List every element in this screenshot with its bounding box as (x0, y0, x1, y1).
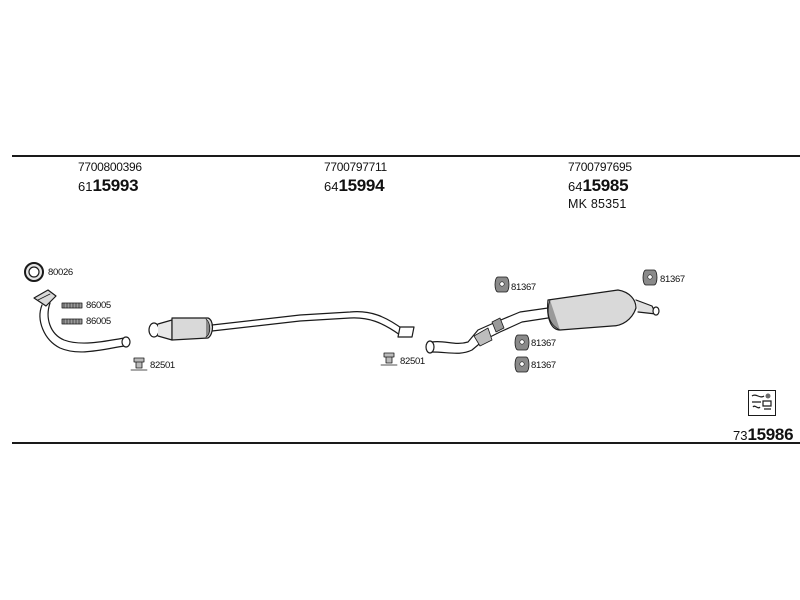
callout-hanger-top[interactable]: 81367 (511, 282, 536, 293)
bolt-icon-b[interactable] (61, 318, 83, 325)
rear-silencer-header: 7700797695 6415985 MK 85351 (568, 161, 632, 211)
clamp-icon-middle[interactable] (380, 352, 398, 366)
complete-set-part-number[interactable]: 7315986 (733, 425, 794, 444)
front-pipe-oe-number: 7700800396 (78, 160, 142, 174)
hanger-icon-top[interactable] (494, 276, 510, 293)
bottom-rule (12, 442, 800, 444)
front-pipe[interactable] (33, 289, 131, 353)
front-pipe-part-number[interactable]: 6115993 (78, 176, 139, 195)
callout-hanger-mid-b[interactable]: 81367 (531, 360, 556, 371)
callout-clamp-left[interactable]: 82501 (150, 360, 175, 371)
middle-silencer[interactable] (148, 311, 415, 341)
rear-pipe[interactable] (425, 307, 549, 354)
hanger-icon-mid-a[interactable] (514, 334, 530, 351)
middle-silencer-header: 7700797711 6415994 (324, 161, 387, 195)
bolt-icon-a[interactable] (61, 302, 83, 309)
sealing-ring-icon[interactable] (24, 262, 44, 282)
callout-hanger-right[interactable]: 81367 (660, 274, 685, 285)
middle-silencer-oe-number: 7700797711 (324, 160, 387, 174)
middle-silencer-part-number[interactable]: 6415994 (324, 176, 385, 195)
hanger-icon-right[interactable] (642, 269, 658, 286)
parts-set-icon[interactable] (748, 390, 776, 416)
mounting-kit-number[interactable]: MK 85351 (568, 197, 627, 211)
rear-silencer[interactable] (547, 289, 660, 331)
front-pipe-header: 7700800396 6115993 (78, 161, 142, 195)
callout-hanger-mid-a[interactable]: 81367 (531, 338, 556, 349)
callout-bolt-b[interactable]: 86005 (86, 316, 111, 327)
hanger-icon-mid-b[interactable] (514, 356, 530, 373)
callout-clamp-middle[interactable]: 82501 (400, 356, 425, 367)
top-rule (12, 155, 800, 157)
rear-silencer-part-number[interactable]: 6415985 (568, 176, 629, 195)
clamp-icon-left[interactable] (130, 357, 148, 371)
callout-ring[interactable]: 80026 (48, 267, 73, 278)
callout-bolt-a[interactable]: 86005 (86, 300, 111, 311)
rear-silencer-oe-number: 7700797695 (568, 160, 632, 174)
